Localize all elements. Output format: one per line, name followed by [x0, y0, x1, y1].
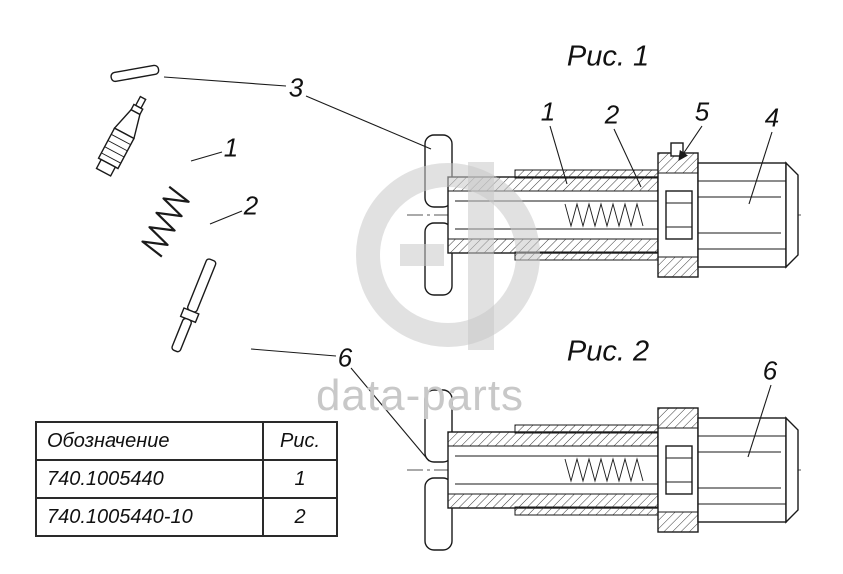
callout-3-pin: 3	[288, 72, 304, 103]
callout-5-fig1-pin: 5	[694, 96, 710, 127]
leader-lines	[163, 76, 773, 462]
cell-designation: 740.1005440-10	[35, 497, 264, 537]
parts-table: Обозначение Рис. 740.1005440 1 740.10054…	[35, 421, 338, 537]
valve-drawing	[95, 95, 147, 177]
fig2-label: Рис. 2	[566, 335, 650, 368]
callout-6-rod: 6	[337, 342, 353, 373]
fig2-assembly-drawing	[406, 389, 806, 551]
table-header-designation: Обозначение	[35, 421, 264, 461]
spring-drawing	[141, 185, 190, 258]
rod-drawing	[171, 258, 217, 353]
callout-2-spring: 2	[243, 190, 259, 221]
callout-1-valve: 1	[223, 132, 239, 163]
table-row: 740.1005440-10 2	[35, 497, 338, 537]
cell-fig: 1	[262, 459, 338, 499]
cell-fig: 2	[262, 497, 338, 537]
callout-4-fig1-nut: 4	[764, 102, 780, 133]
callout-1-fig1-body: 1	[540, 96, 556, 127]
fig1-label: Рис. 1	[566, 40, 650, 73]
fig1-assembly-drawing	[406, 134, 806, 296]
retainer-pin-drawing	[110, 64, 160, 83]
callout-2-fig1-inner: 2	[604, 99, 620, 130]
cell-designation: 740.1005440	[35, 459, 264, 499]
watermark-logo	[356, 162, 540, 350]
table-row: 740.1005440 1	[35, 459, 338, 499]
table-header-fig: Рис.	[262, 421, 338, 461]
callout-6-fig2-nut: 6	[762, 355, 778, 386]
table-header-row: Обозначение Рис.	[35, 421, 338, 461]
